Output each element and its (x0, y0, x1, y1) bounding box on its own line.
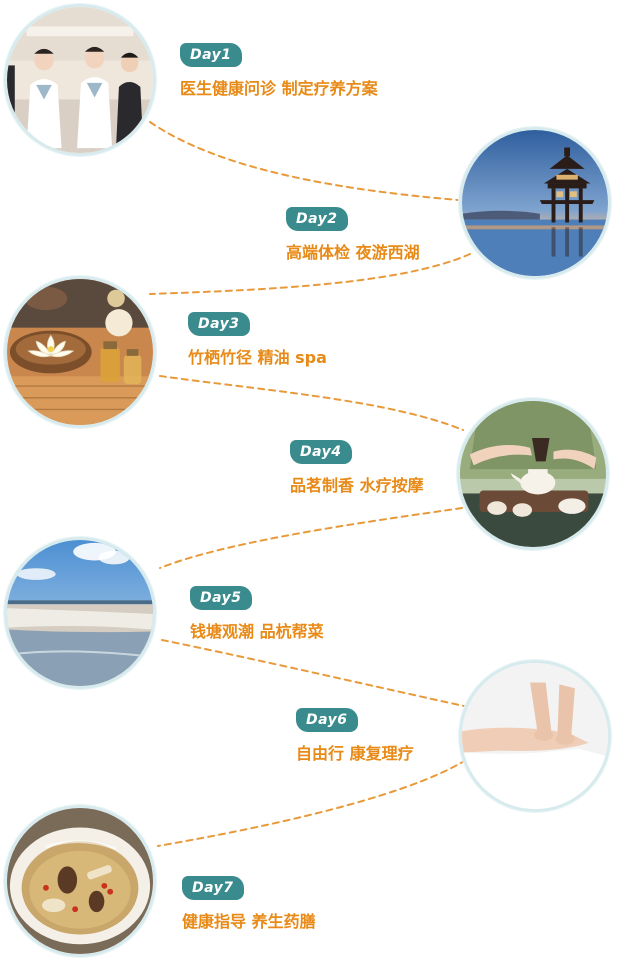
massage-therapy-photo (459, 660, 611, 812)
day-badge: Day3 (188, 312, 250, 336)
spa-lotus-oils-photo (4, 276, 156, 428)
day-description: 自由行 康复理疗 (296, 744, 414, 763)
day-4-block: Day4 品茗制香 水疗按摩 (290, 440, 424, 496)
day-badge: Day5 (190, 586, 252, 610)
day-badge: Day6 (296, 708, 358, 732)
day-description: 高端体检 夜游西湖 (286, 243, 420, 262)
day-badge: Day7 (182, 876, 244, 900)
day-6-block: Day6 自由行 康复理疗 (296, 708, 414, 764)
day-3-block: Day3 竹栖竹径 精油 spa (188, 312, 327, 368)
day-badge: Day4 (290, 440, 352, 464)
qiantang-tide-photo (4, 537, 156, 689)
day-2-block: Day2 高端体检 夜游西湖 (286, 207, 420, 263)
day-description: 钱塘观潮 品杭帮菜 (190, 622, 324, 641)
tea-ceremony-photo (457, 398, 609, 550)
day-description: 健康指导 养生药膳 (182, 912, 316, 931)
west-lake-pavilion-photo (459, 127, 611, 279)
medical-staff-photo (4, 4, 156, 156)
day-badge: Day2 (286, 207, 348, 231)
day-description: 竹栖竹径 精油 spa (188, 348, 327, 367)
day-7-block: Day7 健康指导 养生药膳 (182, 876, 316, 932)
day-badge: Day1 (180, 43, 242, 67)
herbal-soup-photo (4, 805, 156, 957)
day-description: 医生健康问诊 制定疗养方案 (180, 79, 378, 98)
day-description: 品茗制香 水疗按摩 (290, 476, 424, 495)
day-1-block: Day1 医生健康问诊 制定疗养方案 (180, 43, 378, 99)
day-5-block: Day5 钱塘观潮 品杭帮菜 (190, 586, 324, 642)
